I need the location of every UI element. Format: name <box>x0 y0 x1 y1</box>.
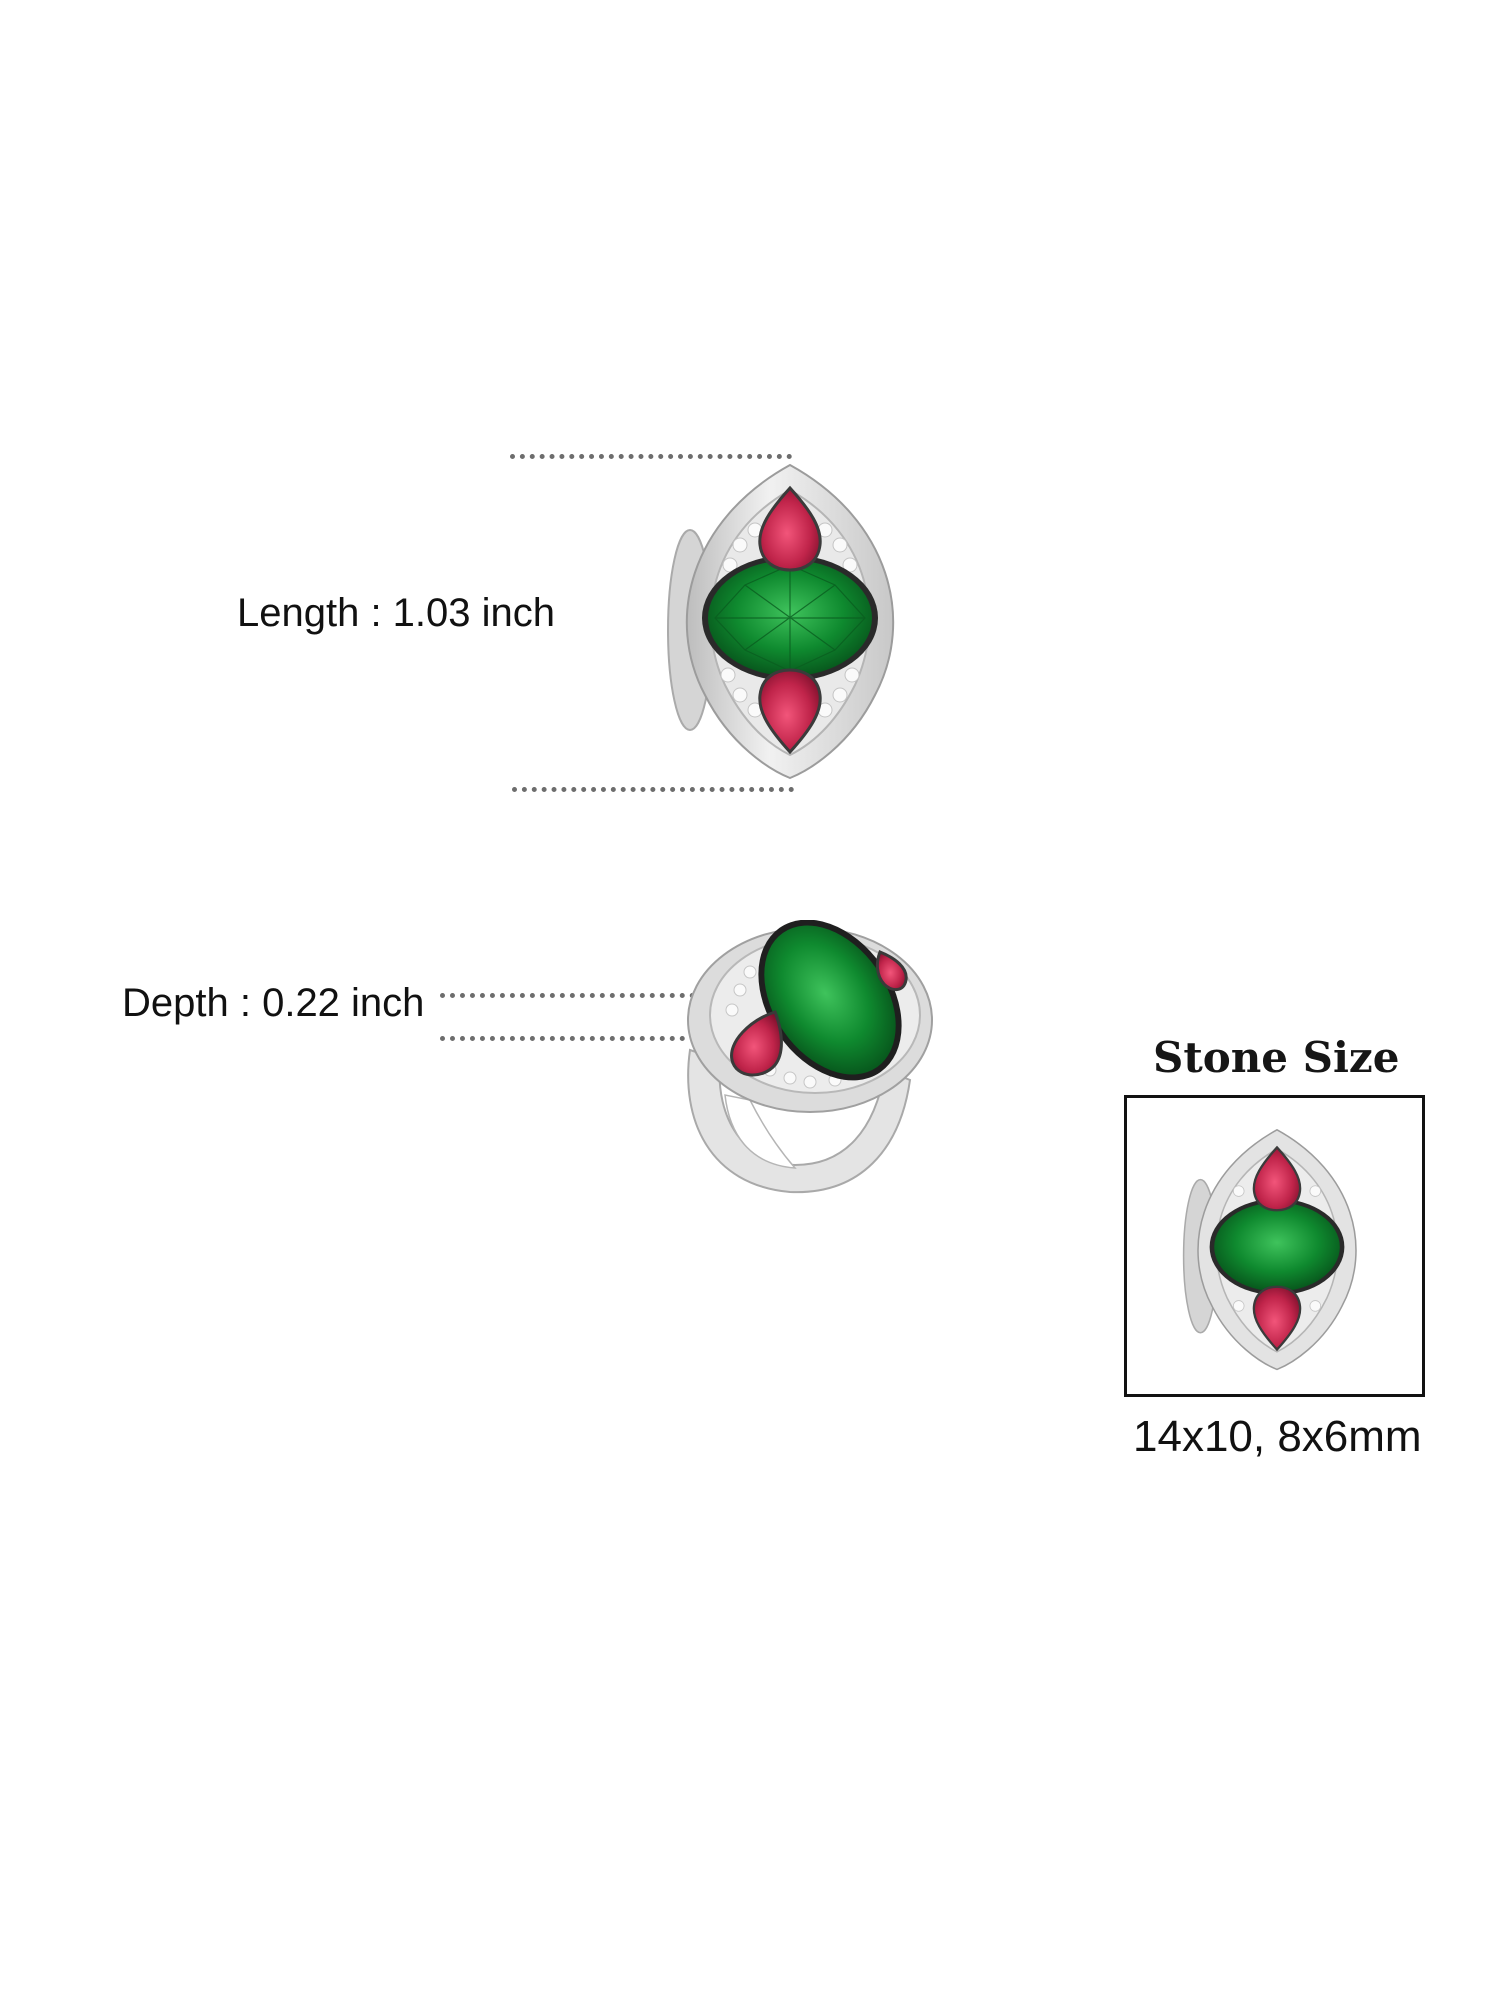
depth-label: Depth : 0.22 inch <box>122 981 425 1025</box>
length-top-guide-line <box>510 454 792 459</box>
ring-stone-thumbnail <box>1177 1126 1377 1371</box>
ring-side-view <box>670 920 940 1195</box>
length-label: Length : 1.03 inch <box>237 591 556 635</box>
depth-bottom-guide-line <box>440 1036 695 1041</box>
stone-size-frame <box>1124 1095 1425 1397</box>
ring-front-view <box>660 460 920 780</box>
depth-top-guide-line <box>440 993 695 998</box>
stone-size-title: Stone Size <box>1153 1033 1400 1082</box>
length-bottom-guide-line <box>512 787 794 792</box>
stone-size-value: 14x10, 8x6mm <box>1133 1412 1422 1461</box>
